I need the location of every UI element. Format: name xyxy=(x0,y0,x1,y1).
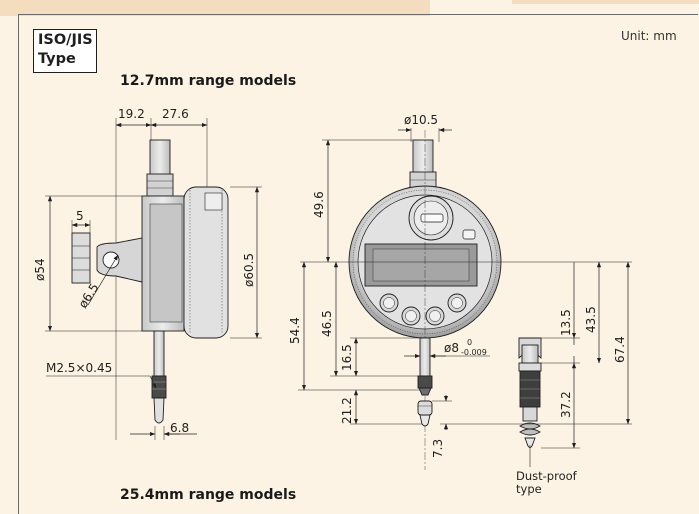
type-label-line2: Type xyxy=(38,51,76,67)
top-color-strip xyxy=(0,0,430,16)
lug-hole xyxy=(102,251,120,269)
dim-phi-8: ø8 xyxy=(444,341,459,355)
dim-43-5: 43.5 xyxy=(584,306,598,333)
thread-label: M2.5×0.45 xyxy=(46,361,112,375)
detached-tip xyxy=(417,400,433,416)
dim-phi-6-5: ø6.5 xyxy=(76,281,102,311)
top-color-strip-right xyxy=(512,0,699,4)
side-stem-top xyxy=(149,139,171,176)
dustproof-line1: Dust-proof xyxy=(516,469,577,483)
dim-37-2: 37.2 xyxy=(559,391,573,418)
iso-jis-type-label: ISO/JIS Type xyxy=(33,29,97,73)
dim-21-2: 21.2 xyxy=(340,397,354,424)
side-bezel xyxy=(183,186,229,339)
dim-phi-60-5: ø60.5 xyxy=(242,253,256,287)
side-stem-bottom xyxy=(153,330,165,377)
tolerance-upper: 0 xyxy=(467,338,472,347)
dim-54-4: 54.4 xyxy=(288,317,302,344)
drawing-frame xyxy=(18,14,698,514)
dim-46-5: 46.5 xyxy=(320,310,334,337)
side-spindle xyxy=(151,375,167,399)
dim-27-6: 27.6 xyxy=(162,107,189,121)
dustproof-detail xyxy=(440,261,632,467)
section-title-12-7mm: 12.7mm range models xyxy=(120,73,297,89)
side-contact-tip xyxy=(153,397,165,424)
dim-19-2: 19.2 xyxy=(118,107,145,121)
dim-phi-54: ø54 xyxy=(33,258,47,281)
dim-phi-10-5: ø10.5 xyxy=(404,113,438,127)
tolerance-lower: -0.009 xyxy=(461,348,487,357)
dustproof-line2: type xyxy=(516,482,542,496)
dim-67-4: 67.4 xyxy=(613,336,627,363)
section-title-25-4mm: 25.4mm range models xyxy=(120,487,297,503)
front-view xyxy=(298,127,632,470)
side-stem-collar xyxy=(146,173,174,197)
dim-6-8: 6.8 xyxy=(170,421,189,435)
unit-label: Unit: mm xyxy=(621,29,677,43)
dustproof-note: Dust-proof type xyxy=(516,470,606,496)
dim-5: 5 xyxy=(76,209,84,223)
side-view xyxy=(45,118,262,440)
dim-7-3: 7.3 xyxy=(431,439,445,458)
dim-49-6: 49.6 xyxy=(312,191,326,218)
front-stem-bottom xyxy=(419,337,431,377)
front-stem-top xyxy=(412,139,434,176)
dim-16-5: 16.5 xyxy=(340,344,354,371)
type-label-line1: ISO/JIS xyxy=(38,32,93,48)
dim-13-5: 13.5 xyxy=(559,309,573,336)
